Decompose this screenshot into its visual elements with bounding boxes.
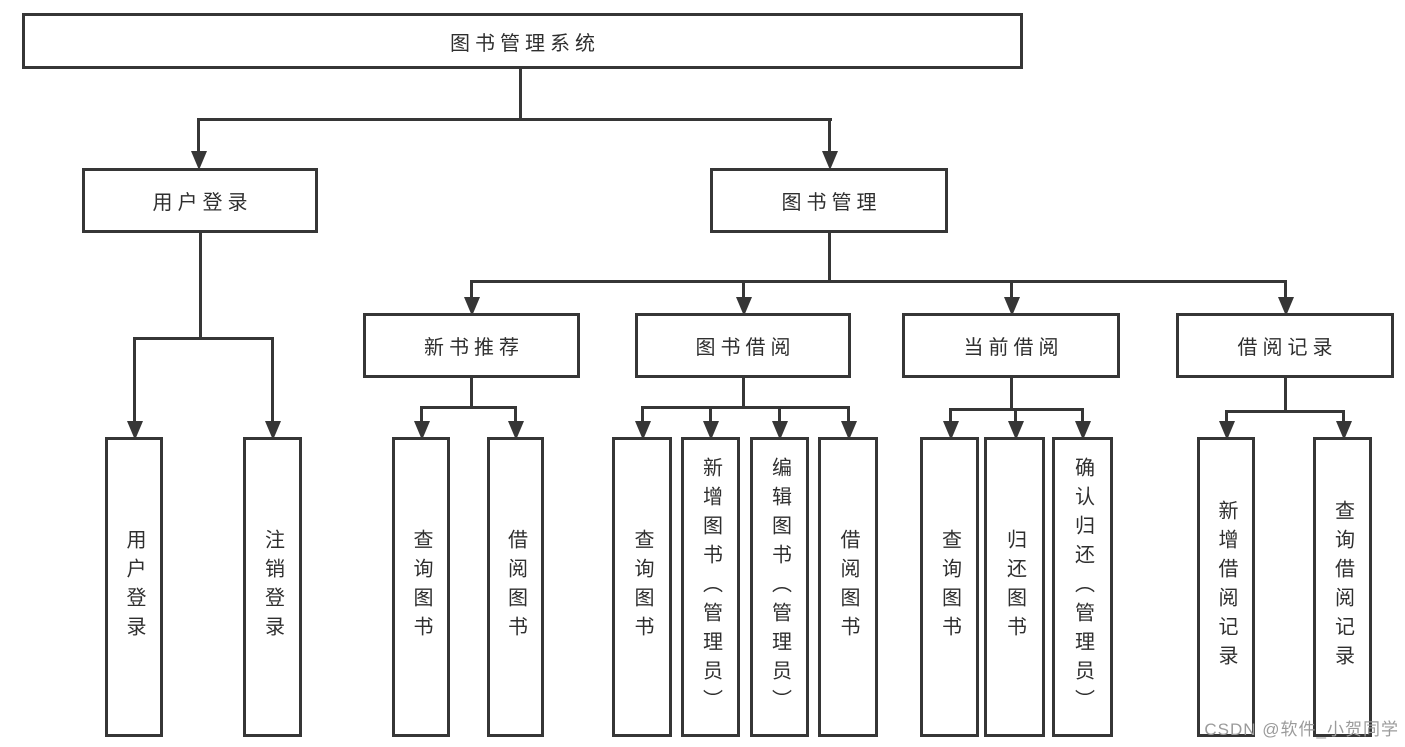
leaf-record-query-label: 查询借阅记录 — [1331, 500, 1354, 674]
node-new-book-rec-label: 新书推荐 — [424, 337, 524, 359]
arrow-to-leaf-bb-query — [641, 406, 644, 421]
leaf-logout-label: 注销登录 — [261, 529, 284, 645]
leaf-borrow-edit-label: 编辑图书（管理员） — [768, 456, 791, 718]
connector-bookborrow-branch — [641, 406, 850, 409]
arrow-to-new-book-rec — [470, 280, 473, 297]
leaf-record-add-label: 新增借阅记录 — [1215, 500, 1237, 674]
arrow-to-leaf-br-add — [1225, 410, 1228, 421]
connector-bookmgmt-branch — [470, 280, 1286, 283]
arrow-to-leaf-bb-edit — [778, 406, 781, 421]
node-new-book-rec: 新书推荐 — [363, 313, 580, 378]
node-book-borrow: 图书借阅 — [635, 313, 851, 378]
connector-userlogin-branch — [133, 337, 273, 340]
node-book-mgmt: 图书管理 — [710, 168, 948, 233]
leaf-newbook-query: 查询图书 — [392, 437, 450, 737]
node-book-borrow-label: 图书借阅 — [695, 337, 796, 359]
leaf-newbook-borrow: 借阅图书 — [487, 437, 544, 737]
arrow-to-leaf-nb-query — [420, 406, 423, 421]
connector-borrowrecords-stem — [1284, 378, 1287, 410]
node-current-borrow-label: 当前借阅 — [963, 337, 1064, 359]
leaf-user-login: 用户登录 — [105, 437, 163, 737]
connector-currentborrow-stem — [1010, 378, 1013, 408]
arrow-to-book-mgmt — [828, 118, 831, 151]
leaf-borrow-borrow: 借阅图书 — [818, 437, 878, 737]
leaf-newbook-borrow-label: 借阅图书 — [504, 529, 527, 645]
connector-bookmgmt-stem — [828, 233, 831, 280]
arrow-to-leaf-logout — [271, 337, 274, 421]
arrow-to-leaf-cb-query — [949, 408, 952, 421]
leaf-current-query-label: 查询图书 — [938, 529, 961, 645]
node-root: 图书管理系统 — [22, 13, 1023, 69]
arrow-to-leaf-br-query — [1342, 410, 1345, 421]
connector-root-branch — [197, 118, 832, 121]
arrow-to-leaf-cb-return — [1014, 408, 1017, 421]
leaf-current-return-label: 归还图书 — [1003, 529, 1026, 645]
arrow-to-book-borrow — [742, 280, 745, 297]
leaf-record-query: 查询借阅记录 — [1313, 437, 1372, 737]
node-current-borrow: 当前借阅 — [902, 313, 1120, 378]
node-borrow-records-label: 借阅记录 — [1237, 337, 1338, 359]
leaf-borrow-add: 新增图书（管理员） — [681, 437, 740, 737]
node-borrow-records: 借阅记录 — [1176, 313, 1394, 378]
leaf-borrow-borrow-label: 借阅图书 — [837, 529, 859, 645]
node-root-label: 图书管理系统 — [450, 32, 600, 55]
leaf-borrow-add-label: 新增图书（管理员） — [699, 456, 722, 718]
connector-newbookrec-branch — [420, 406, 517, 409]
leaf-current-confirm: 确认归还（管理员） — [1052, 437, 1113, 737]
arrow-to-user-login — [197, 118, 200, 151]
connector-bookborrow-stem — [742, 378, 745, 406]
node-user-login: 用户登录 — [82, 168, 318, 233]
arrow-to-current-borrow — [1010, 280, 1013, 297]
node-book-mgmt-label: 图书管理 — [781, 192, 882, 214]
leaf-current-return: 归还图书 — [984, 437, 1045, 737]
leaf-logout: 注销登录 — [243, 437, 302, 737]
leaf-record-add: 新增借阅记录 — [1197, 437, 1255, 737]
leaf-borrow-query: 查询图书 — [612, 437, 672, 737]
leaf-current-confirm-label: 确认归还（管理员） — [1071, 456, 1094, 718]
arrow-to-leaf-bb-add — [709, 406, 712, 421]
watermark: CSDN @软件_小贺同学 — [1204, 720, 1399, 739]
arrow-to-leaf-bb-borrow — [847, 406, 850, 421]
arrow-to-leaf-user-login — [133, 337, 136, 421]
connector-borrowrecords-branch — [1225, 410, 1344, 413]
node-user-login-label: 用户登录 — [152, 192, 253, 214]
connector-newbookrec-stem — [470, 378, 473, 406]
leaf-current-query: 查询图书 — [920, 437, 979, 737]
arrow-to-borrow-records — [1284, 280, 1287, 297]
leaf-borrow-query-label: 查询图书 — [631, 529, 653, 645]
leaf-borrow-edit: 编辑图书（管理员） — [750, 437, 809, 737]
connector-root-stem — [519, 69, 522, 118]
connector-userlogin-stem — [199, 233, 202, 337]
arrow-to-leaf-nb-borrow — [514, 406, 517, 421]
leaf-user-login-label: 用户登录 — [123, 529, 145, 645]
leaf-newbook-query-label: 查询图书 — [410, 529, 432, 645]
arrow-to-leaf-cb-confirm — [1081, 408, 1084, 421]
